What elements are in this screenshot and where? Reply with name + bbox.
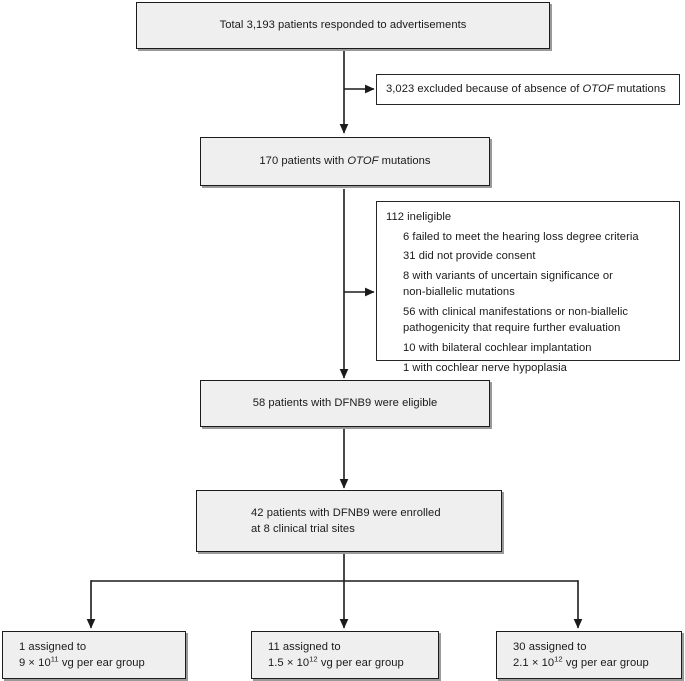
dose-mantissa: 1.5 × 10 (268, 657, 310, 669)
node-eligible: 58 patients with DFNB9 were eligible (200, 380, 490, 427)
node-ineligible: 112 ineligible 6 failed to meet the hear… (376, 201, 680, 374)
gene-name-otof: OTOF (582, 83, 614, 96)
node-with-otof-mutations: 170 patients with OTOF mutations (200, 137, 490, 186)
node-arm-mid-dose: 11 assigned to 1.5 × 1012 vg per ear gro… (251, 631, 439, 679)
node-ineligible-reason: 56 with clinical manifestations or non-b… (403, 306, 629, 319)
node-enrolled: 42 patients with DFNB9 were enrolled at … (196, 490, 502, 552)
node-ineligible-reason: 6 failed to meet the hearing loss degree… (403, 230, 639, 243)
node-arm-high-dose-assigned: 30 assigned to (513, 640, 587, 653)
node-arm-low-dose-assigned: 1 assigned to (19, 640, 87, 653)
dose-units: vg per ear group (58, 657, 145, 669)
node-excluded-no-otof: 3,023 excluded because of absence of OTO… (376, 74, 680, 105)
node-ineligible-reason-cont: non-biallelic mutations (403, 286, 515, 299)
node-arm-mid-dose-assigned: 11 assigned to (268, 640, 341, 653)
node-ineligible-reason: 8 with variants of uncertain significanc… (403, 270, 613, 283)
dose-mantissa: 2.1 × 10 (513, 657, 555, 669)
node-arm-low-dose-dose: 9 × 1011 vg per ear group (19, 655, 145, 671)
node-excluded-no-otof-text: 3,023 excluded because of absence of OTO… (386, 81, 666, 97)
node-with-otof-suffix: mutations (378, 155, 431, 168)
dose-exponent: 12 (309, 654, 318, 664)
node-ineligible-header: 112 ineligible (386, 211, 452, 223)
node-arm-high-dose-dose: 2.1 × 1012 vg per ear group (513, 655, 649, 671)
node-ineligible-reason-list: 6 failed to meet the hearing loss degree… (386, 225, 639, 376)
node-ineligible-reason: 31 did not provide consent (403, 250, 536, 263)
node-enrolled-text-line2: at 8 clinical trial sites (251, 523, 355, 535)
node-eligible-text: 58 patients with DFNB9 were eligible (252, 397, 438, 410)
node-ineligible-reason: 1 with cochlear nerve hypoplasia (403, 361, 567, 374)
node-with-otof-mutations-text: 170 patients with OTOF mutations (213, 153, 477, 169)
node-ineligible-reason: 10 with bilateral cochlear implantation (403, 342, 592, 355)
node-arm-mid-dose-dose: 1.5 × 1012 vg per ear group (268, 655, 404, 671)
node-excluded-no-otof-suffix: mutations (613, 83, 666, 96)
node-arm-high-dose: 30 assigned to 2.1 × 1012 vg per ear gro… (496, 631, 682, 679)
node-with-otof-prefix: 170 patients with (259, 155, 348, 168)
connector-enrolled-to-arms (86, 552, 583, 629)
dose-exponent: 12 (554, 654, 563, 664)
dose-exponent: 11 (50, 654, 59, 664)
node-total-responded: Total 3,193 patients responded to advert… (136, 2, 550, 49)
dose-units: vg per ear group (562, 657, 649, 669)
node-ineligible-reason-cont: pathogenicity that require further evalu… (403, 322, 621, 335)
node-excluded-no-otof-prefix: 3,023 excluded because of absence of (386, 83, 583, 96)
gene-name-otof: OTOF (347, 155, 379, 168)
node-arm-low-dose: 1 assigned to 9 × 1011 vg per ear group (2, 631, 186, 679)
dose-mantissa: 9 × 10 (19, 657, 51, 669)
node-enrolled-text-line1: 42 patients with DFNB9 were enrolled (251, 506, 441, 519)
node-total-responded-text: Total 3,193 patients responded to advert… (219, 19, 467, 32)
dose-units: vg per ear group (317, 657, 404, 669)
